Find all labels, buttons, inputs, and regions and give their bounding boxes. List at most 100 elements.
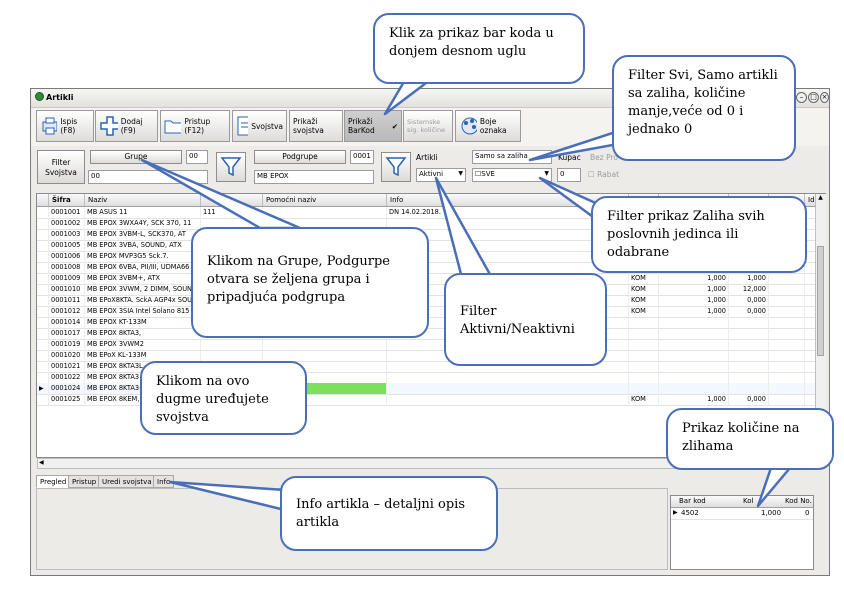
cell-naziv: MB EPOX 3WXA4Y, SCK 370, 11 xyxy=(85,218,201,229)
grupe-code-field[interactable]: 00 xyxy=(186,150,208,164)
kupac-field[interactable]: 0 xyxy=(557,168,581,182)
funnel-icon xyxy=(385,157,407,177)
podgrupe-button[interactable]: Podgrupe xyxy=(254,150,346,164)
cell-sifra: 0001011 xyxy=(49,295,85,306)
header-naziv[interactable]: Naziv xyxy=(85,194,201,206)
cell-pomocni-naziv xyxy=(263,372,387,383)
cell-sifra: 0001024 xyxy=(49,383,85,394)
cell-jm: KOM xyxy=(629,295,659,306)
printer-icon xyxy=(42,117,58,135)
cell-naziv: MB EPOX 3VWM2 xyxy=(85,339,201,350)
cell-kol1 xyxy=(659,328,729,339)
tab-pristup[interactable]: Pristup xyxy=(68,475,101,488)
header-sifra[interactable]: Šifra xyxy=(49,194,85,206)
cell-kol2: 1,000 xyxy=(729,273,769,284)
svojstva-button[interactable]: Svojstva xyxy=(232,110,287,142)
sistemske-label: Sistemske sig. količine xyxy=(407,118,446,134)
grid-vertical-scrollbar[interactable]: ▲ xyxy=(815,194,826,457)
ispis-button[interactable]: Ispis (F8) xyxy=(36,110,94,142)
barcode-header: Bar kod Kol Kod No. xyxy=(671,496,813,508)
maximize-icon[interactable]: □ xyxy=(808,92,819,103)
cell-sifra: 0001021 xyxy=(49,361,85,372)
folder-icon xyxy=(164,120,182,134)
cell-naziv: MB ASUS 11 xyxy=(85,207,201,218)
zaliha-value: Samo sa zaliha xyxy=(475,152,528,160)
cell-info xyxy=(387,372,629,383)
prikazi-barkod-button[interactable]: Prikaži BarKod✔ xyxy=(344,110,402,142)
cell-kol1: 1,000 xyxy=(659,284,729,295)
cell-jm xyxy=(629,339,659,350)
cell-kol1 xyxy=(659,317,729,328)
row-pointer-icon: ▶ xyxy=(37,383,49,394)
cell-jm xyxy=(629,361,659,372)
row-indicator xyxy=(37,350,49,361)
cell-kol1 xyxy=(659,350,729,361)
minimize-icon[interactable]: – xyxy=(796,92,807,103)
prikazi-svojstva-button[interactable]: Prikaži svojstva xyxy=(289,110,343,142)
cell-sifra: 0001012 xyxy=(49,306,85,317)
cell-kol3 xyxy=(769,317,805,328)
scroll-up-icon[interactable]: ▲ xyxy=(818,194,823,201)
arrow-info xyxy=(168,480,287,512)
cell-kol2: 0,000 xyxy=(729,394,769,405)
cell-kol2: 0,000 xyxy=(729,295,769,306)
podgrupe-filter-button[interactable] xyxy=(381,152,411,182)
scroll-thumb[interactable] xyxy=(817,246,824,356)
row-indicator xyxy=(37,273,49,284)
header-pomocni-naziv[interactable]: Pomoćni naziv xyxy=(263,194,387,206)
cell-pomocni-naziv xyxy=(263,361,387,372)
podgrupe-field[interactable]: MB EPOX xyxy=(254,170,374,184)
cell-kol2 xyxy=(729,350,769,361)
cell-sifra: 0001006 xyxy=(49,251,85,262)
row-indicator xyxy=(37,394,49,405)
cell-kol1: 1,000 xyxy=(659,306,729,317)
dodaj-button[interactable]: Dodaj (F9) xyxy=(95,110,158,142)
cell-jm: KOM xyxy=(629,273,659,284)
row-indicator xyxy=(37,339,49,350)
cell-kol3 xyxy=(769,295,805,306)
pristup-button[interactable]: Pristup (F12) xyxy=(160,110,230,142)
cell-kol2 xyxy=(729,328,769,339)
grupe-button[interactable]: Grupe xyxy=(90,150,182,164)
callout-filter-svi: Filter Svi, Samo artikli sa zaliha, koli… xyxy=(612,55,796,161)
barcode-value: 4502 xyxy=(681,509,699,517)
cell-pomocni-naziv xyxy=(263,394,387,405)
filter-svojstva-button[interactable]: Filter Svojstva xyxy=(37,150,85,184)
cell-pomocni-naziv xyxy=(263,383,387,394)
cell-sifra: 0001020 xyxy=(49,350,85,361)
barcode-header-code: Bar kod xyxy=(679,497,706,505)
boje-oznaka-button[interactable]: Boje oznaka xyxy=(455,110,521,142)
cell-kol2 xyxy=(729,339,769,350)
cell-info xyxy=(387,383,629,394)
kupac-label: Kupac xyxy=(558,153,581,162)
cell-kol1: 1,000 xyxy=(659,394,729,405)
grupe-filter-button[interactable] xyxy=(216,152,246,182)
cell-kol2 xyxy=(729,372,769,383)
cell-sifra: 0001008 xyxy=(49,262,85,273)
podgrupe-code-field[interactable]: 0001 xyxy=(350,150,374,164)
barcode-row[interactable]: ▶ 4502 1,000 0 xyxy=(671,508,813,520)
rabat-checkbox[interactable]: ☐ Rabat xyxy=(588,170,620,179)
cell-kol2 xyxy=(729,383,769,394)
cell-kol2 xyxy=(729,361,769,372)
row-indicator-header xyxy=(37,194,49,206)
header-col3[interactable] xyxy=(201,194,263,206)
scroll-left-icon[interactable]: ◀ xyxy=(39,459,44,466)
cell-kol3 xyxy=(769,339,805,350)
row-indicator xyxy=(37,361,49,372)
tab-uredi-svojstva[interactable]: Uredi svojstva xyxy=(98,475,156,488)
aktivni-select[interactable]: Aktivni▼ xyxy=(416,168,466,182)
properties-icon xyxy=(237,116,249,136)
sistemske-button[interactable]: Sistemske sig. količine xyxy=(403,110,453,142)
cell-sifra: 0001022 xyxy=(49,372,85,383)
poslovna-jedinica-select[interactable]: ☐SVE▼ xyxy=(472,168,552,182)
row-indicator xyxy=(37,295,49,306)
checkbox-icon[interactable]: ☐ xyxy=(475,170,482,178)
cell-naziv: MB EPoX KL-133M xyxy=(85,350,201,361)
dropdown-arrow-icon: ▼ xyxy=(458,170,463,177)
header-kol3[interactable] xyxy=(769,194,805,206)
prikazi-barkod-label: Prikaži BarKod xyxy=(348,117,375,135)
pristup-label: Pristup (F12) xyxy=(184,117,211,135)
close-icon[interactable]: × xyxy=(820,92,829,103)
cell-sifra: 0001019 xyxy=(49,339,85,350)
